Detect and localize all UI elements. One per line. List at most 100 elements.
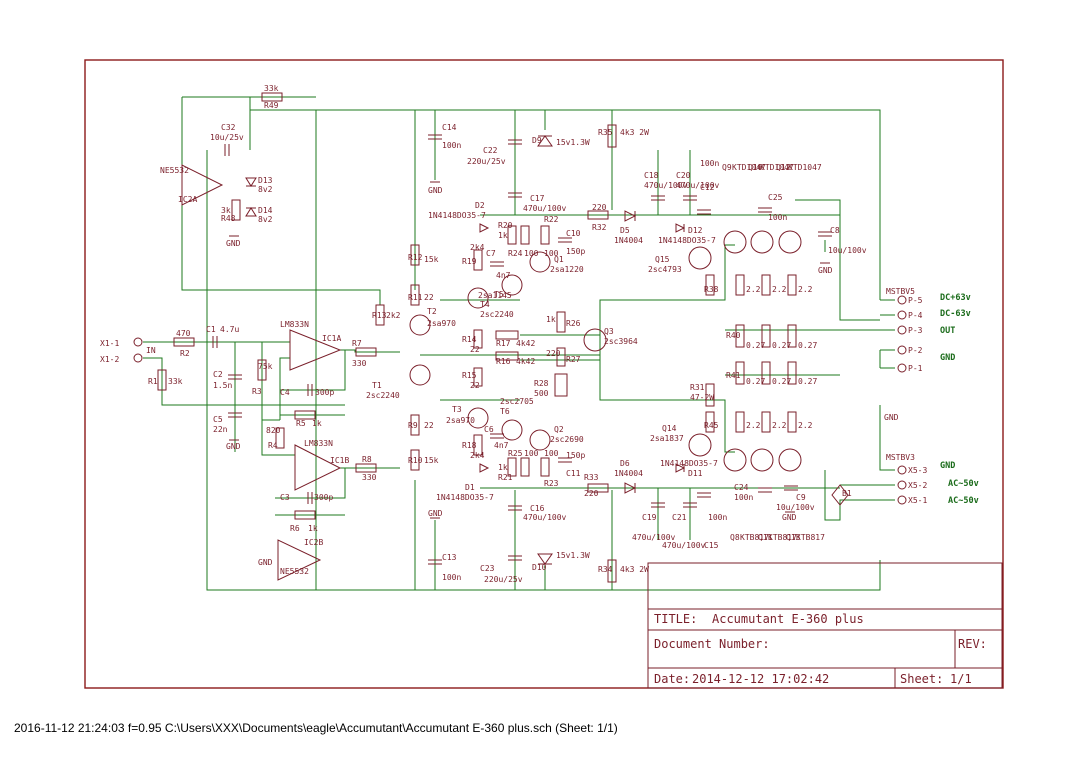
label-r17: R17 [496, 339, 511, 348]
label-r6: R6 [290, 524, 300, 533]
label-d6-type: 1N4004 [614, 469, 643, 478]
label-c9-val: 10u/100v [776, 503, 815, 512]
label-c18-val: 470u/100v [644, 181, 688, 190]
label-c8: C8 [830, 226, 840, 235]
label-q13: Q13 [786, 533, 801, 542]
output-pin-4: P-4 [908, 311, 923, 320]
label-ic1a: IC1A [322, 334, 341, 343]
output-connector-name: MSTBV5 [886, 287, 915, 296]
print-footer: 2016-11-12 21:24:03 f=0.95 C:\Users\XXX\… [14, 721, 618, 735]
label-c32-val: 10u/25v [210, 133, 244, 142]
label-q10: Q10 [748, 163, 763, 172]
label-r3: R3 [252, 387, 262, 396]
label-gnd-c: GND [258, 558, 273, 567]
label-r31-val: 47-2W [690, 393, 714, 402]
power-connector-name: MSTBV3 [886, 453, 915, 462]
label-d13: D13 [258, 176, 273, 185]
label-c7-val: 4n7 [496, 271, 511, 280]
label-q13-type: KTB817 [796, 533, 825, 542]
label-r3-val: 75k [258, 362, 273, 371]
label-r5: R5 [296, 419, 306, 428]
label-r22b-val: 2.2 [798, 285, 813, 294]
title-block [647, 562, 1003, 689]
label-d1: D1 [465, 483, 475, 492]
label-ic2a: IC2A [178, 195, 197, 204]
label-r41: R41 [726, 371, 741, 380]
label-t4: T4 [480, 300, 490, 309]
label-r7: R7 [352, 339, 362, 348]
label-q10-type: KTD1047 [760, 163, 794, 172]
label-r20-val: 1k [498, 231, 508, 240]
label-r8: R8 [362, 455, 372, 464]
label-c19: C19 [642, 513, 657, 522]
date-label: Date: [654, 672, 690, 686]
label-r12-val: 15k [424, 255, 439, 264]
sheet-value: 1/1 [950, 672, 972, 686]
label-c4-val: 300p [315, 388, 334, 397]
label-gnd-d: GND [428, 186, 443, 195]
label-r22: R22 [544, 215, 559, 224]
label-r13: R13 [372, 311, 387, 320]
label-r2-val: 470 [176, 329, 191, 338]
output-net-3: OUT [940, 326, 955, 336]
label-t3-val: 2sa970 [446, 416, 475, 425]
label-c23: C23 [480, 564, 495, 573]
power-pin-2: X5-2 [908, 481, 927, 490]
label-r33: R33 [584, 473, 599, 482]
label-r25: R25 [508, 449, 523, 458]
label-q14: Q14 [662, 424, 677, 433]
label-r24: R24 [508, 249, 523, 258]
label-c11: C11 [566, 469, 581, 478]
label-r15: R15 [462, 371, 477, 380]
label-r4: R4 [268, 441, 278, 450]
input-in-label: IN [146, 346, 156, 355]
label-c32: C32 [221, 123, 236, 132]
label-t3: T3 [452, 405, 462, 414]
label-t2-val: 2sa970 [427, 319, 456, 328]
label-c9: C9 [796, 493, 806, 502]
output-pin-3: P-3 [908, 326, 923, 335]
label-r4-val: 820 [266, 426, 281, 435]
rev-label: REV: [958, 637, 987, 651]
label-r35-val: 4k3 2W [620, 128, 649, 137]
label-c19-val: 470u/100v [632, 533, 676, 542]
label-r10: R10 [408, 456, 423, 465]
label-r13-val: 2k2 [386, 311, 401, 320]
label-r28-val: 500 [534, 389, 549, 398]
label-r46-val: 2.2 [746, 421, 761, 430]
label-q1-val: 2sa1220 [550, 265, 584, 274]
label-c21: C21 [672, 513, 687, 522]
label-r21: R21 [498, 473, 513, 482]
output-net-2: GND [940, 353, 955, 363]
label-r10-val: 15k [424, 456, 439, 465]
label-r23: R23 [544, 479, 559, 488]
label-c17-val: 470u/100v [523, 204, 567, 213]
title-label: TITLE: [654, 612, 697, 626]
label-c22: C22 [483, 146, 498, 155]
label-r48-val: 3k [221, 206, 231, 215]
label-ic1b-type: LM833N [304, 439, 333, 448]
power-pin-1: X5-1 [908, 496, 927, 505]
label-c7: C7 [486, 249, 496, 258]
label-q12-type: KTD1047 [788, 163, 822, 172]
label-r33-val: 220 [584, 489, 599, 498]
label-r17-val: 4k42 [516, 339, 535, 348]
label-gnd-b: GND [226, 442, 241, 451]
label-q8: Q8 [730, 533, 740, 542]
label-r39-val: 2.2 [746, 285, 761, 294]
label-r40-val: 0.27 [746, 341, 765, 350]
label-q3-val: 2sc3964 [604, 337, 638, 346]
label-c14-val: 100n [442, 141, 461, 150]
date-value: 2014-12-12 17:02:42 [692, 672, 829, 686]
label-c18: C18 [644, 171, 659, 180]
label-r31: R31 [690, 383, 705, 392]
label-c12: C12 [700, 183, 715, 192]
label-r11-val: 22 [424, 293, 434, 302]
label-d10: D10 [532, 563, 547, 572]
label-c2-val: 1.5n [213, 381, 232, 390]
label-d12: D12 [688, 226, 703, 235]
label-r23-val: 100 [544, 449, 559, 458]
label-t6-val: 2sc2705 [500, 397, 534, 406]
input-x1-2: X1-2 [100, 355, 119, 364]
label-c16-val: 470u/100v [523, 513, 567, 522]
